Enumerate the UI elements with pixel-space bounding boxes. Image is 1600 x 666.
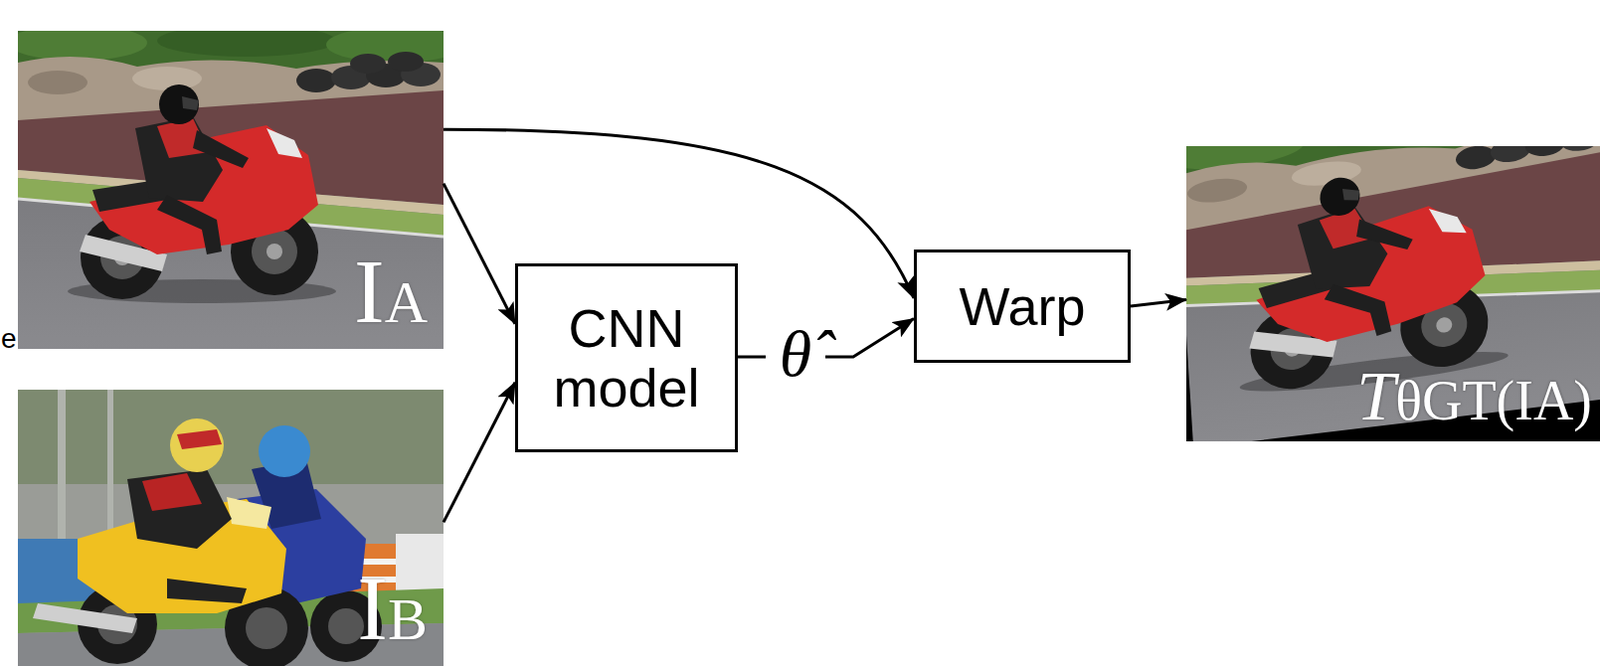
illustration-part [17, 389, 444, 666]
input-image-b [17, 389, 444, 666]
image-label: TθGT(IA) [1356, 361, 1593, 432]
arrow-connector [443, 382, 516, 524]
process-box: Warp [913, 249, 1131, 363]
arrow-connector [443, 183, 516, 325]
input-image-a [17, 30, 444, 350]
warped-image [1186, 146, 1600, 442]
image-panel: IB [17, 389, 444, 666]
arrow-connector [1130, 299, 1187, 307]
arrow-connector [737, 319, 914, 358]
image-panel: TθGT(IA) [1186, 146, 1600, 442]
note-holder: e [0, 325, 17, 354]
box-label: CNN model [530, 298, 723, 419]
edge-label-holder: θ̂ [765, 318, 826, 391]
illustration-part [1186, 146, 1600, 442]
process-box: CNN model [515, 263, 738, 453]
illustration-part [17, 30, 444, 350]
image-label: IA [354, 245, 428, 338]
box-label: Warp [958, 276, 1085, 337]
edge-label: θ̂ [765, 318, 826, 391]
image-panel: IA [17, 30, 444, 350]
image-label: IB [356, 562, 428, 655]
note-label: e [0, 323, 17, 355]
